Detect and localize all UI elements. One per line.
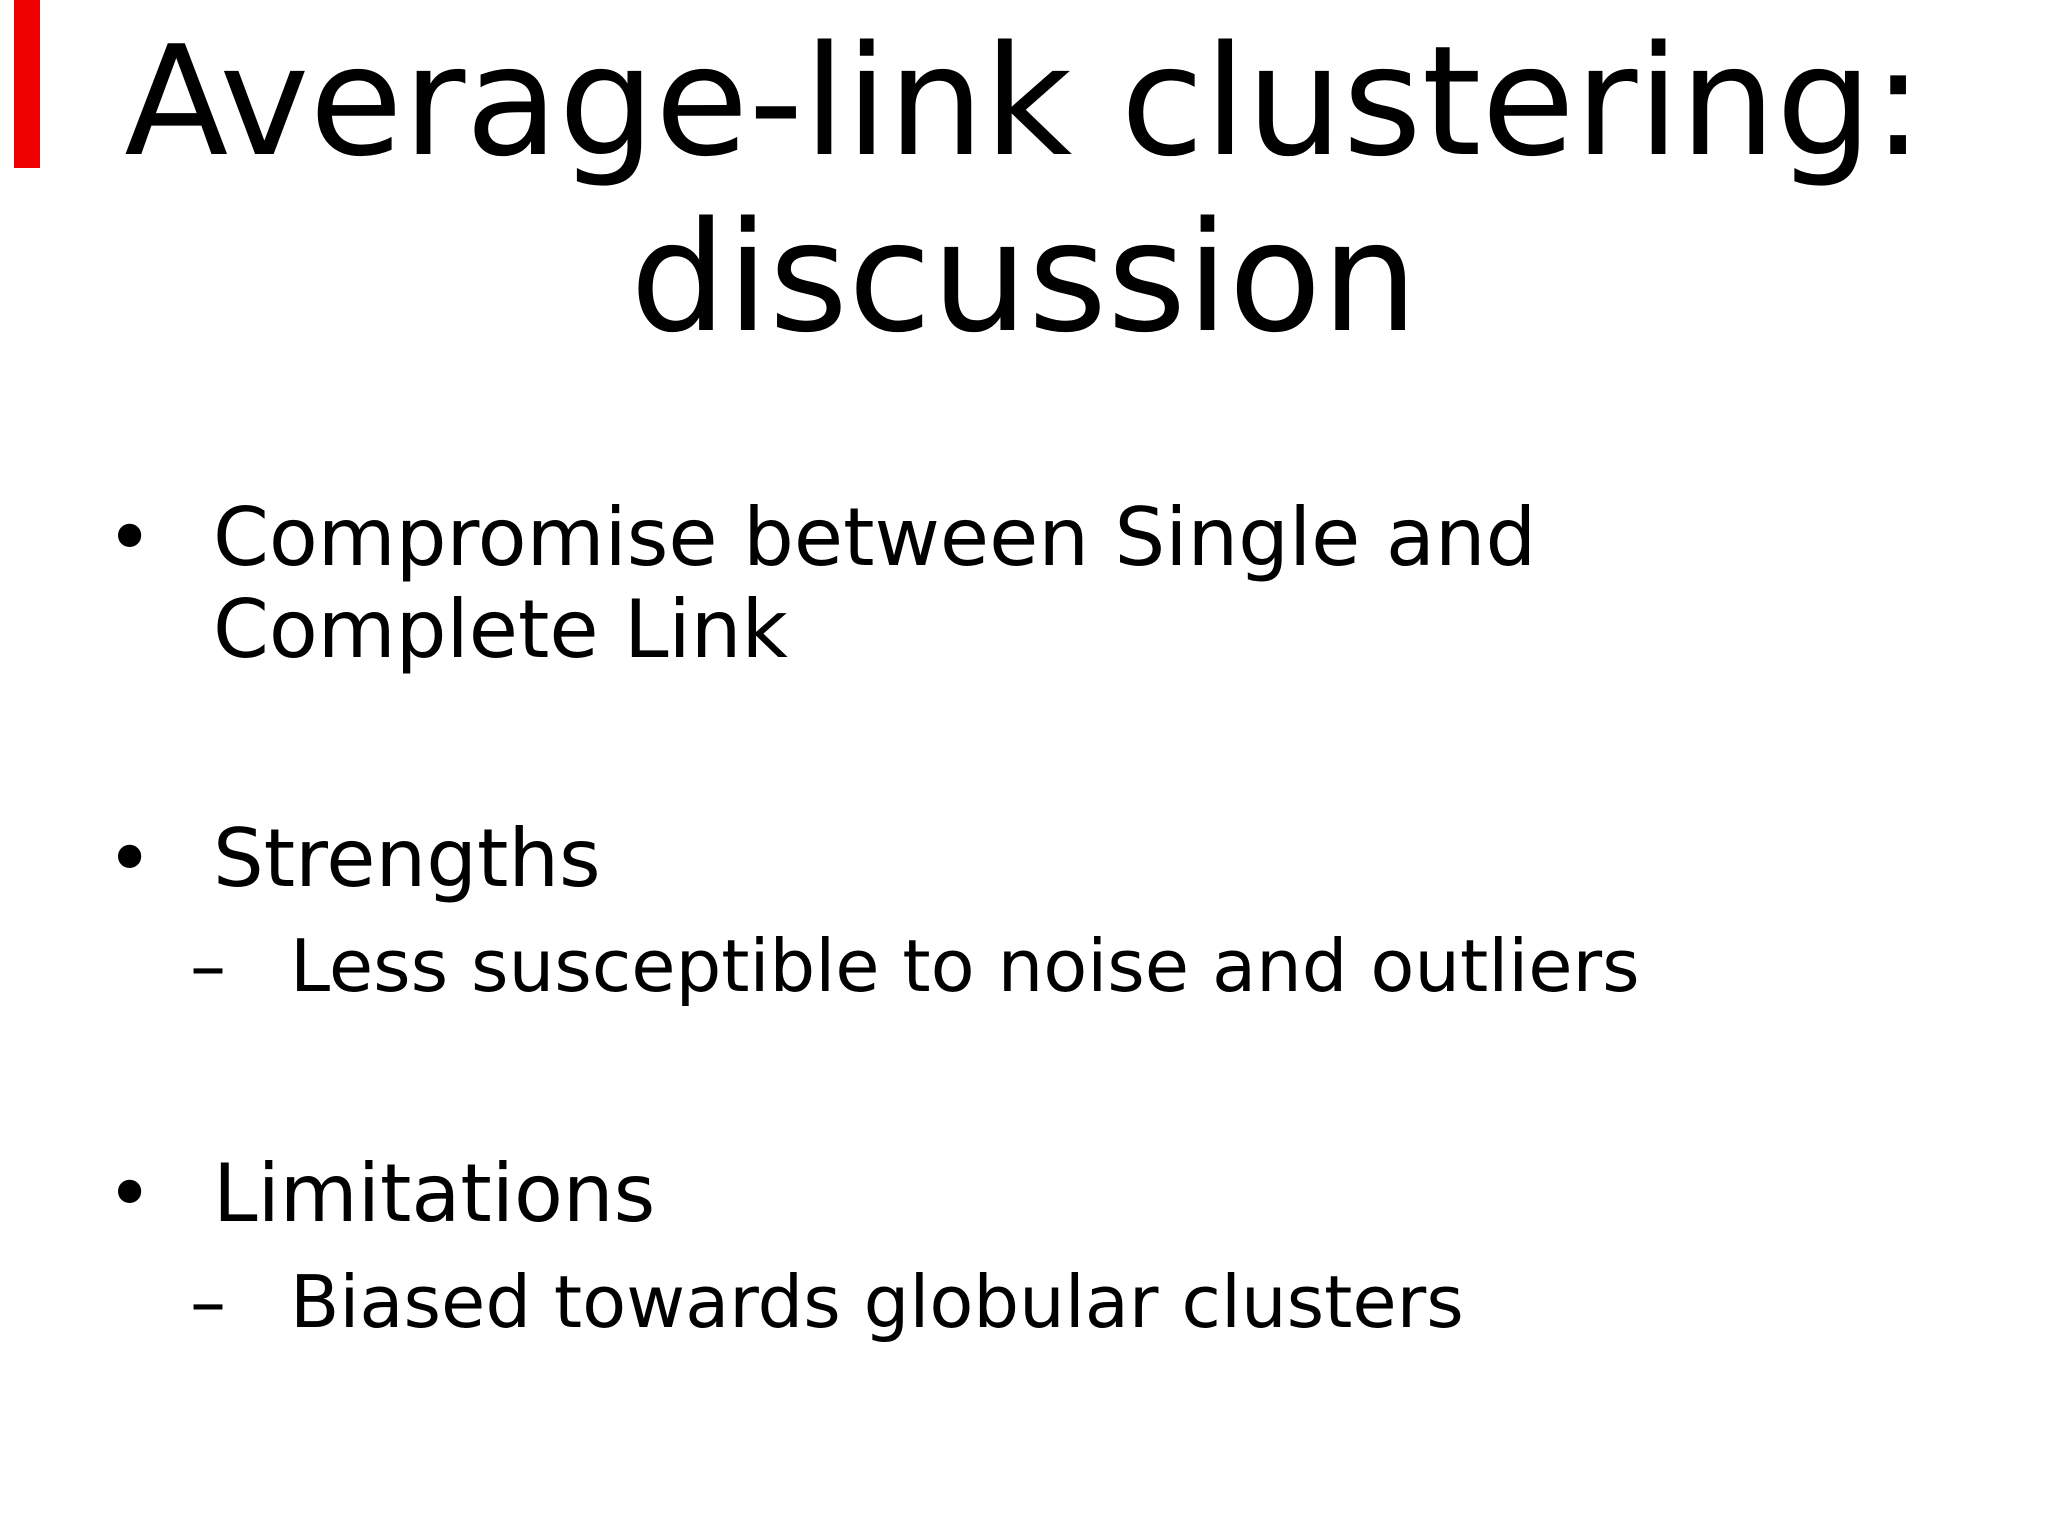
sub-bullet-text-line: Less susceptible to noise and outliers [290,924,1640,1008]
dash-icon: – [190,924,226,1008]
bullet-dot-icon: • [106,491,154,584]
sub-bullet-text: Biased towards globular clusters [290,1260,2048,1344]
bullet-text-line: Limitations [213,1147,656,1240]
bullet-text-line: Compromise between Single and [213,491,1537,584]
sub-bullet-text-line: Biased towards globular clusters [290,1260,1464,1344]
bullet-text-line: Strengths [213,812,601,905]
dash-icon: – [190,1260,226,1344]
slide-title-line-1: Average-link clustering: [124,13,1924,190]
red-edge-artifact [14,0,40,168]
bullet-text: Compromise between Single and Complete L… [213,492,2048,676]
bullet-text: Strengths [213,813,2048,905]
bullet-dot-icon: • [106,812,154,905]
bullet-item-strengths: • Strengths [0,813,2048,905]
sub-bullet-item-globular: – Biased towards globular clusters [0,1260,2048,1344]
sub-bullet-item-noise: – Less susceptible to noise and outliers [0,924,2048,1008]
bullet-item-compromise: • Compromise between Single and Complete… [0,492,2048,676]
bullet-item-limitations: • Limitations [0,1148,2048,1240]
bullet-dot-icon: • [106,1147,154,1240]
bullet-text: Limitations [213,1148,2048,1240]
slide-title: Average-link clustering: discussion [0,14,2048,366]
sub-bullet-text: Less susceptible to noise and outliers [290,924,2048,1008]
slide-title-line-2: discussion [630,189,1418,366]
bullet-text-line: Complete Link [213,583,788,676]
